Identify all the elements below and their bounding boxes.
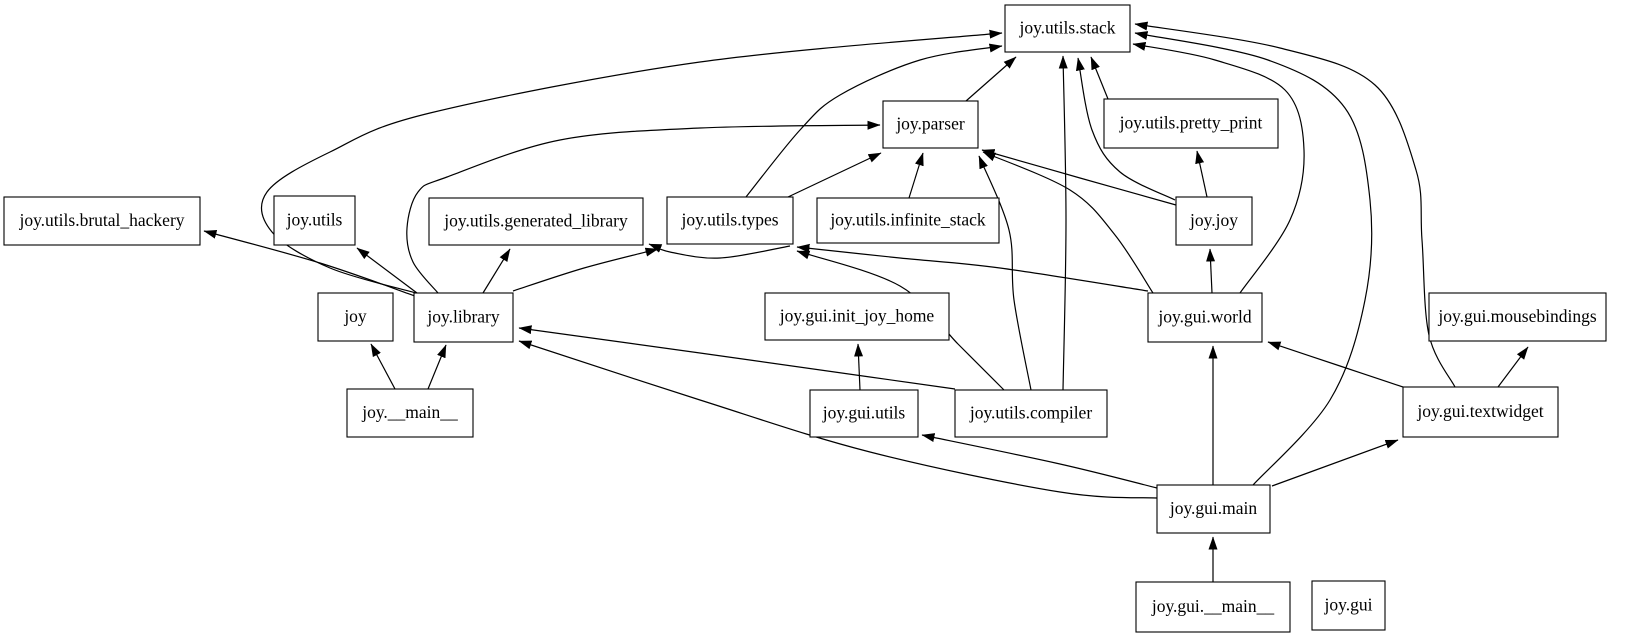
node-compiler: joy.utils.compiler — [954, 389, 1108, 438]
node-box-pretty_print — [1103, 98, 1279, 149]
node-box-stack — [1004, 4, 1131, 53]
node-pretty_print: joy.utils.pretty_print — [1103, 98, 1279, 149]
node-label-gui_main: joy.gui.main — [1169, 498, 1258, 518]
edge-gui_utils-to-init_joy_home — [854, 343, 864, 391]
edge-world-to-stack — [1132, 41, 1305, 294]
node-box-joyjoy — [1175, 196, 1253, 246]
node-types: joy.utils.types — [666, 196, 794, 245]
node-world: joy.gui.world — [1147, 292, 1263, 343]
edge-compiler-to-parser — [978, 155, 1032, 391]
node-box-textwidget — [1402, 386, 1559, 438]
node-label-joy_main: joy.__main__ — [361, 402, 458, 422]
node-gui_main_main: joy.gui.__main__ — [1135, 581, 1291, 633]
node-label-gui: joy.gui — [1324, 595, 1373, 615]
edge-compiler-to-stack — [1058, 55, 1068, 391]
node-stack: joy.utils.stack — [1004, 4, 1131, 53]
edge-world-to-types — [796, 243, 1149, 292]
node-label-parser: joy.parser — [895, 114, 965, 134]
edge-types-to-stack — [745, 43, 1003, 198]
node-box-gui_main_main — [1135, 581, 1291, 633]
node-box-parser — [882, 100, 979, 149]
node-label-gui_main_main: joy.gui.__main__ — [1151, 596, 1275, 616]
edge-library-to-stack — [260, 29, 1003, 294]
node-box-types — [666, 196, 794, 245]
node-label-generated_library: joy.utils.generated_library — [443, 211, 628, 231]
node-box-utils — [273, 195, 356, 246]
node-joyjoy: joy.joy — [1175, 196, 1253, 246]
node-init_joy_home: joy.gui.init_joy_home — [764, 292, 950, 341]
node-box-init_joy_home — [764, 292, 950, 341]
node-label-init_joy_home: joy.gui.init_joy_home — [779, 306, 935, 326]
edges-layer — [203, 21, 1529, 582]
edge-types-to-generated_library — [648, 243, 791, 259]
edge-infinite_stack-to-parser — [908, 152, 924, 199]
node-label-stack: joy.utils.stack — [1018, 18, 1115, 38]
node-utils: joy.utils — [273, 195, 356, 246]
node-box-joy_main — [346, 388, 474, 438]
edge-gui_main-to-gui_utils — [921, 433, 1158, 489]
node-gui_main: joy.gui.main — [1156, 484, 1271, 534]
node-label-pretty_print: joy.utils.pretty_print — [1119, 113, 1263, 133]
node-gui: joy.gui — [1311, 580, 1386, 631]
edge-library-to-parser — [406, 120, 881, 294]
edge-library-to-types — [512, 247, 659, 292]
edge-parser-to-stack — [965, 56, 1017, 102]
node-textwidget: joy.gui.textwidget — [1402, 386, 1559, 438]
edge-types-to-parser — [787, 152, 882, 198]
edge-library-to-brutal_hackery — [203, 229, 416, 297]
node-gui_utils: joy.gui.utils — [809, 389, 919, 438]
node-box-generated_library — [428, 197, 644, 246]
edge-textwidget-to-stack — [1134, 21, 1456, 388]
edge-world-to-parser — [982, 151, 1154, 294]
edge-library-to-generated_library — [482, 248, 511, 294]
node-label-compiler: joy.utils.compiler — [969, 403, 1092, 423]
node-label-joyjoy: joy.joy — [1189, 210, 1238, 230]
node-box-joy — [317, 292, 394, 342]
edge-joy_main-to-library — [427, 344, 447, 390]
node-parser: joy.parser — [882, 100, 979, 149]
node-mousebindings: joy.gui.mousebindings — [1428, 292, 1607, 342]
node-box-gui_utils — [809, 389, 919, 438]
edge-textwidget-to-world — [1267, 341, 1407, 389]
node-label-joy: joy — [343, 306, 367, 326]
node-box-infinite_stack — [816, 197, 1000, 244]
edge-joy_main-to-joy — [370, 343, 396, 390]
node-label-gui_utils: joy.gui.utils — [822, 403, 906, 423]
node-box-library — [413, 292, 514, 343]
node-box-world — [1147, 292, 1263, 343]
edge-joyjoy-to-stack — [1075, 57, 1176, 201]
node-joy_main: joy.__main__ — [346, 388, 474, 438]
edge-gui_main-to-textwidget — [1271, 439, 1399, 487]
edge-gui_main-to-stack — [1134, 31, 1373, 486]
node-label-brutal_hackery: joy.utils.brutal_hackery — [18, 210, 184, 230]
node-brutal_hackery: joy.utils.brutal_hackery — [3, 196, 201, 246]
node-box-compiler — [954, 389, 1108, 438]
node-label-world: joy.gui.world — [1157, 307, 1251, 327]
edge-world-to-joyjoy — [1206, 248, 1216, 294]
edge-joyjoy-to-parser — [981, 149, 1177, 206]
edge-joyjoy-to-pretty_print — [1195, 150, 1208, 198]
node-box-brutal_hackery — [3, 196, 201, 246]
edge-pretty_print-to-stack — [1090, 56, 1109, 100]
node-box-mousebindings — [1428, 292, 1607, 342]
node-box-gui — [1311, 580, 1386, 631]
node-library: joy.library — [413, 292, 514, 343]
nodes-layer: joy.utils.stack joy.parser joy.utils.prett… — [3, 4, 1607, 633]
node-label-library: joy.library — [426, 307, 499, 327]
edge-gui_main-to-library — [518, 340, 1158, 499]
edge-textwidget-to-mousebindings — [1497, 346, 1529, 388]
node-label-textwidget: joy.gui.textwidget — [1416, 401, 1543, 421]
node-generated_library: joy.utils.generated_library — [428, 197, 644, 246]
node-box-gui_main — [1156, 484, 1271, 534]
node-label-infinite_stack: joy.utils.infinite_stack — [829, 210, 986, 230]
node-infinite_stack: joy.utils.infinite_stack — [816, 197, 1000, 244]
node-label-utils: joy.utils — [286, 210, 343, 230]
edge-library-to-utils — [356, 247, 418, 294]
edge-compiler-to-library — [518, 325, 956, 390]
node-label-mousebindings: joy.gui.mousebindings — [1437, 306, 1597, 326]
node-joy: joy — [317, 292, 394, 342]
node-label-types: joy.utils.types — [680, 210, 778, 230]
